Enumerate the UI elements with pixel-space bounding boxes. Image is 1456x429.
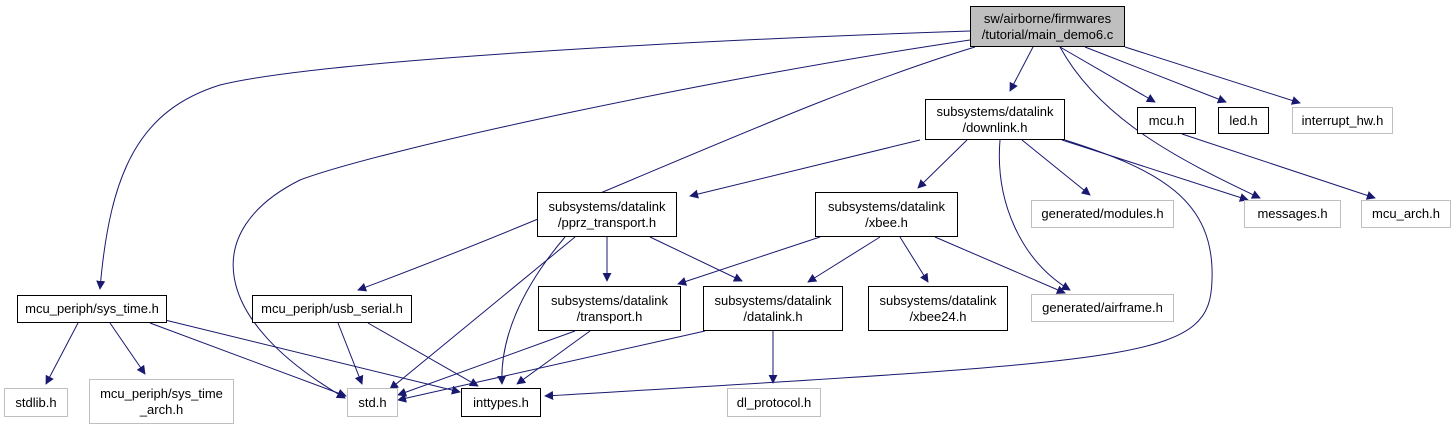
node-downlink-h[interactable]: subsystems/datalink /downlink.h [925, 99, 1065, 140]
node-interrupt-hw-h[interactable]: interrupt_hw.h [1292, 107, 1393, 134]
node-label: subsystems/datalink [548, 198, 666, 214]
node-label: subsystems/datalink [714, 292, 832, 308]
edge-downlink-messages [1061, 139, 1249, 202]
node-transport-h[interactable]: subsystems/datalink /transport.h [538, 286, 681, 331]
edge-usb-std [337, 322, 364, 385]
node-label: /xbee.h [865, 214, 908, 230]
edge-root-interrupt [1124, 46, 1301, 105]
node-mcu-arch-h[interactable]: mcu_arch.h [1361, 200, 1451, 228]
node-label: /datalink.h [743, 308, 803, 324]
node-label: /xbee24.h [909, 308, 967, 324]
edge-xbee-datalink [807, 236, 881, 283]
node-generated-modules-h[interactable]: generated/modules.h [1031, 200, 1174, 228]
node-label: sw/airborne/firmwares [983, 10, 1112, 26]
node-label: generated/modules.h [1041, 206, 1164, 221]
node-label: mcu_periph/usb_serial.h [261, 301, 403, 316]
node-label: /transport.h [576, 308, 643, 324]
edge-downlink-modules [1021, 139, 1091, 196]
edge-xbee-xbee24 [899, 236, 929, 283]
edge-downlink-xbee [917, 139, 968, 189]
node-label: subsystems/datalink [936, 103, 1054, 119]
node-messages-h[interactable]: messages.h [1244, 200, 1341, 228]
node-inttypes-h[interactable]: inttypes.h [461, 388, 541, 417]
edge-root-led [1084, 46, 1227, 104]
node-generated-airframe-h[interactable]: generated/airframe.h [1031, 294, 1174, 322]
edge-systime-std [149, 322, 347, 398]
edge-mcu-mcuarch [1181, 133, 1376, 200]
node-mcu-h[interactable]: mcu.h [1137, 107, 1196, 134]
node-label: dl_protocol.h [736, 394, 812, 410]
edge-usb-inttypes [367, 322, 479, 387]
edge-root-mcu [1059, 46, 1156, 103]
edge-pprz-std [389, 236, 576, 390]
node-sys-time-arch-h[interactable]: mcu_periph/sys_time _arch.h [89, 379, 234, 424]
edge-downlink-inttypes [544, 139, 1213, 401]
edge-systime-stdlib [45, 322, 79, 385]
node-sys-time-h[interactable]: mcu_periph/sys_time.h [17, 295, 167, 323]
node-label: led.h [1229, 112, 1258, 128]
edge-root-usbserial [357, 46, 976, 292]
node-label: mcu_arch.h [1372, 206, 1440, 221]
node-xbee24-h[interactable]: subsystems/datalink /xbee24.h [868, 286, 1008, 331]
edge-systime-inttypes [164, 319, 461, 395]
node-usb-serial-h[interactable]: mcu_periph/usb_serial.h [252, 295, 412, 323]
edge-transport-std [397, 330, 576, 397]
node-label: /downlink.h [962, 119, 1028, 135]
node-led-h[interactable]: led.h [1218, 107, 1269, 134]
edge-root-messages [1059, 46, 1261, 199]
edge-pprz-inttypes [497, 236, 566, 385]
edge-pprz-datalink [649, 236, 743, 282]
edge-systime-arch [109, 322, 146, 375]
node-std-h[interactable]: std.h [347, 388, 398, 417]
edge-xbee-airframe [934, 236, 1066, 294]
node-label: subsystems/datalink [550, 292, 669, 308]
edge-downlink-pprz [689, 139, 921, 199]
edge-root-systime [96, 30, 971, 290]
node-label: std.h [358, 394, 387, 410]
node-dl-protocol-h[interactable]: dl_protocol.h [727, 388, 821, 417]
edge-xbee-transport [677, 236, 821, 286]
node-label: mcu_periph/sys_time [100, 385, 223, 401]
node-label: interrupt_hw.h [1301, 112, 1384, 128]
node-label: subsystems/datalink [879, 292, 997, 308]
edge-datalink-std [397, 330, 706, 403]
node-label: subsystems/datalink [827, 198, 946, 214]
node-label: generated/airframe.h [1042, 300, 1163, 315]
node-label: /pprz_transport.h [557, 214, 657, 230]
node-stdlib-h[interactable]: stdlib.h [4, 388, 68, 417]
node-main-demo6-c[interactable]: sw/airborne/firmwares /tutorial/main_dem… [970, 6, 1125, 47]
node-label: mcu_periph/sys_time.h [25, 301, 159, 316]
node-label: stdlib.h [15, 394, 57, 410]
node-label: _arch.h [139, 401, 184, 417]
node-label: messages.h [1257, 206, 1328, 221]
edge-transport-inttypes [516, 330, 591, 385]
node-label: /tutorial/main_demo6.c [981, 26, 1114, 42]
node-xbee-h[interactable]: subsystems/datalink /xbee.h [815, 192, 958, 237]
node-pprz-transport-h[interactable]: subsystems/datalink /pprz_transport.h [537, 192, 677, 237]
node-label: mcu.h [1148, 112, 1185, 128]
edge-downlink-airframe [998, 139, 1071, 291]
edge-root-downlink [1009, 46, 1034, 92]
node-datalink-h[interactable]: subsystems/datalink /datalink.h [703, 286, 843, 331]
edge-root-std [232, 39, 971, 399]
node-label: inttypes.h [473, 394, 529, 410]
